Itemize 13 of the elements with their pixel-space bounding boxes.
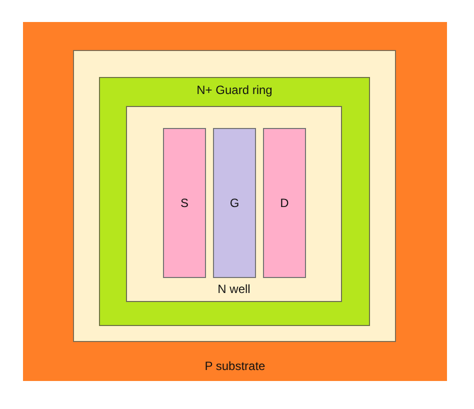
region-label: G [230, 196, 240, 210]
region-label: N well [218, 282, 250, 296]
region-label: D [280, 196, 289, 210]
region-label: P substrate [204, 359, 266, 373]
substrate-region [23, 22, 447, 381]
region-label: N+ Guard ring [196, 83, 272, 97]
drain-contact [263, 128, 306, 278]
well-gap-region [73, 50, 396, 342]
n-well-region [126, 106, 342, 302]
region-label: S [180, 196, 188, 210]
source-contact [163, 128, 206, 278]
gate-contact [213, 128, 256, 278]
guard-ring-region [99, 77, 370, 326]
